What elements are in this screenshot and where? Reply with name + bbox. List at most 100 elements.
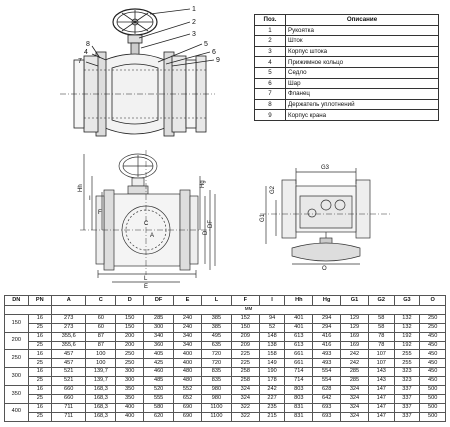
parts-pos-cell: 1	[254, 24, 286, 37]
dims-cell: 450	[419, 376, 446, 387]
dim-g2: G2	[270, 185, 276, 194]
dims-cell: 405	[143, 349, 175, 360]
dims-cell: 835	[200, 376, 232, 387]
dims-cell: 323	[393, 376, 421, 387]
dims-cell: 150	[230, 322, 260, 333]
dims-cell: 635	[200, 340, 232, 351]
dims-header-cell: DN	[4, 295, 29, 306]
dims-cell: 58	[367, 322, 395, 333]
dims-cell: 385	[200, 322, 232, 333]
dims-cell: 401	[284, 313, 314, 324]
dims-cell: 147	[367, 385, 395, 395]
dims-cell: 87	[85, 340, 117, 351]
dims-cell: 227	[258, 393, 286, 404]
dims-cell: 324	[340, 385, 369, 395]
dim-f: F	[98, 210, 102, 216]
dims-cell: 450	[419, 340, 446, 351]
dim-df: DF	[208, 220, 214, 228]
dn-cell: 150	[4, 313, 29, 333]
dims-cell: 16	[27, 313, 53, 324]
dims-cell: 25	[27, 393, 53, 404]
dims-cell: 225	[230, 358, 260, 369]
dims-cell: 340	[143, 331, 175, 342]
dims-cell: 450	[419, 331, 446, 342]
parts-pos-cell: 7	[254, 88, 286, 100]
dims-cell: 714	[284, 376, 314, 387]
dims-cell: 225	[230, 349, 260, 360]
dims-cell: 107	[367, 349, 395, 360]
dims-header-cell: G3	[393, 295, 421, 306]
dims-cell: 324	[340, 402, 369, 413]
dims-cell: 835	[200, 367, 232, 378]
dims-cell: 450	[419, 367, 446, 378]
valve-section-drawing	[60, 8, 215, 137]
dims-cell: 803	[284, 385, 314, 395]
dims-cell: 714	[284, 367, 314, 378]
parts-desc-cell: Шар	[285, 77, 439, 90]
dims-cell: 457	[51, 358, 87, 369]
callout-1: 1	[192, 6, 196, 13]
dims-cell: 337	[393, 393, 421, 404]
parts-pos-cell: 5	[254, 66, 286, 79]
dims-cell: 360	[143, 340, 175, 351]
dims-cell: 285	[143, 313, 175, 324]
dims-cell: 87	[85, 331, 117, 342]
dims-cell: 521	[51, 376, 87, 387]
dims-cell: 690	[173, 402, 202, 413]
dims-cell: 25	[27, 411, 53, 422]
dims-cell: 168,3	[85, 402, 117, 413]
dims-cell: 132	[393, 322, 421, 333]
dims-cell: 690	[173, 411, 202, 422]
dims-cell: 555	[143, 393, 175, 404]
dims-cell: 138	[258, 340, 286, 351]
dims-cell: 661	[284, 358, 314, 369]
dims-cell: 168,3	[85, 385, 117, 395]
dims-cell: 149	[258, 358, 286, 369]
dims-cell: 324	[340, 393, 369, 404]
callout-8: 8	[86, 41, 90, 48]
dims-cell: 240	[173, 313, 202, 324]
callout-7: 7	[78, 58, 82, 65]
dims-unit-row: мм	[3, 305, 446, 315]
dims-cell: 300	[115, 376, 145, 387]
dims-cell: 107	[367, 358, 395, 369]
dims-cell: 294	[312, 313, 342, 324]
dims-cell: 711	[51, 402, 87, 413]
parts-pos-cell: 4	[254, 56, 286, 68]
dims-cell: 340	[173, 340, 202, 351]
dims-cell: 168,3	[85, 411, 117, 422]
dim-g1: G1	[260, 213, 266, 222]
dims-cell: 350	[115, 393, 145, 404]
dims-cell: 493	[312, 349, 342, 360]
dims-cell: 258	[230, 376, 260, 387]
dims-cell: 178	[258, 376, 286, 387]
dims-cell: 660	[51, 393, 87, 404]
dim-g3: G3	[321, 165, 330, 171]
dims-cell: 324	[340, 411, 369, 422]
dims-cell: 250	[115, 358, 145, 369]
dims-cell: 60	[85, 313, 117, 324]
dims-cell: 521	[51, 367, 87, 378]
dims-cell: 242	[258, 385, 286, 395]
dims-cell: 300	[143, 322, 175, 333]
dims-cell: 1100	[200, 411, 232, 422]
dims-cell: 242	[340, 349, 369, 360]
unit-cell: мм	[51, 305, 446, 315]
dims-cell: 158	[258, 349, 286, 360]
dims-cell: 628	[312, 385, 342, 395]
dims-header-cell: DF	[143, 295, 175, 306]
dims-cell: 400	[115, 402, 145, 413]
